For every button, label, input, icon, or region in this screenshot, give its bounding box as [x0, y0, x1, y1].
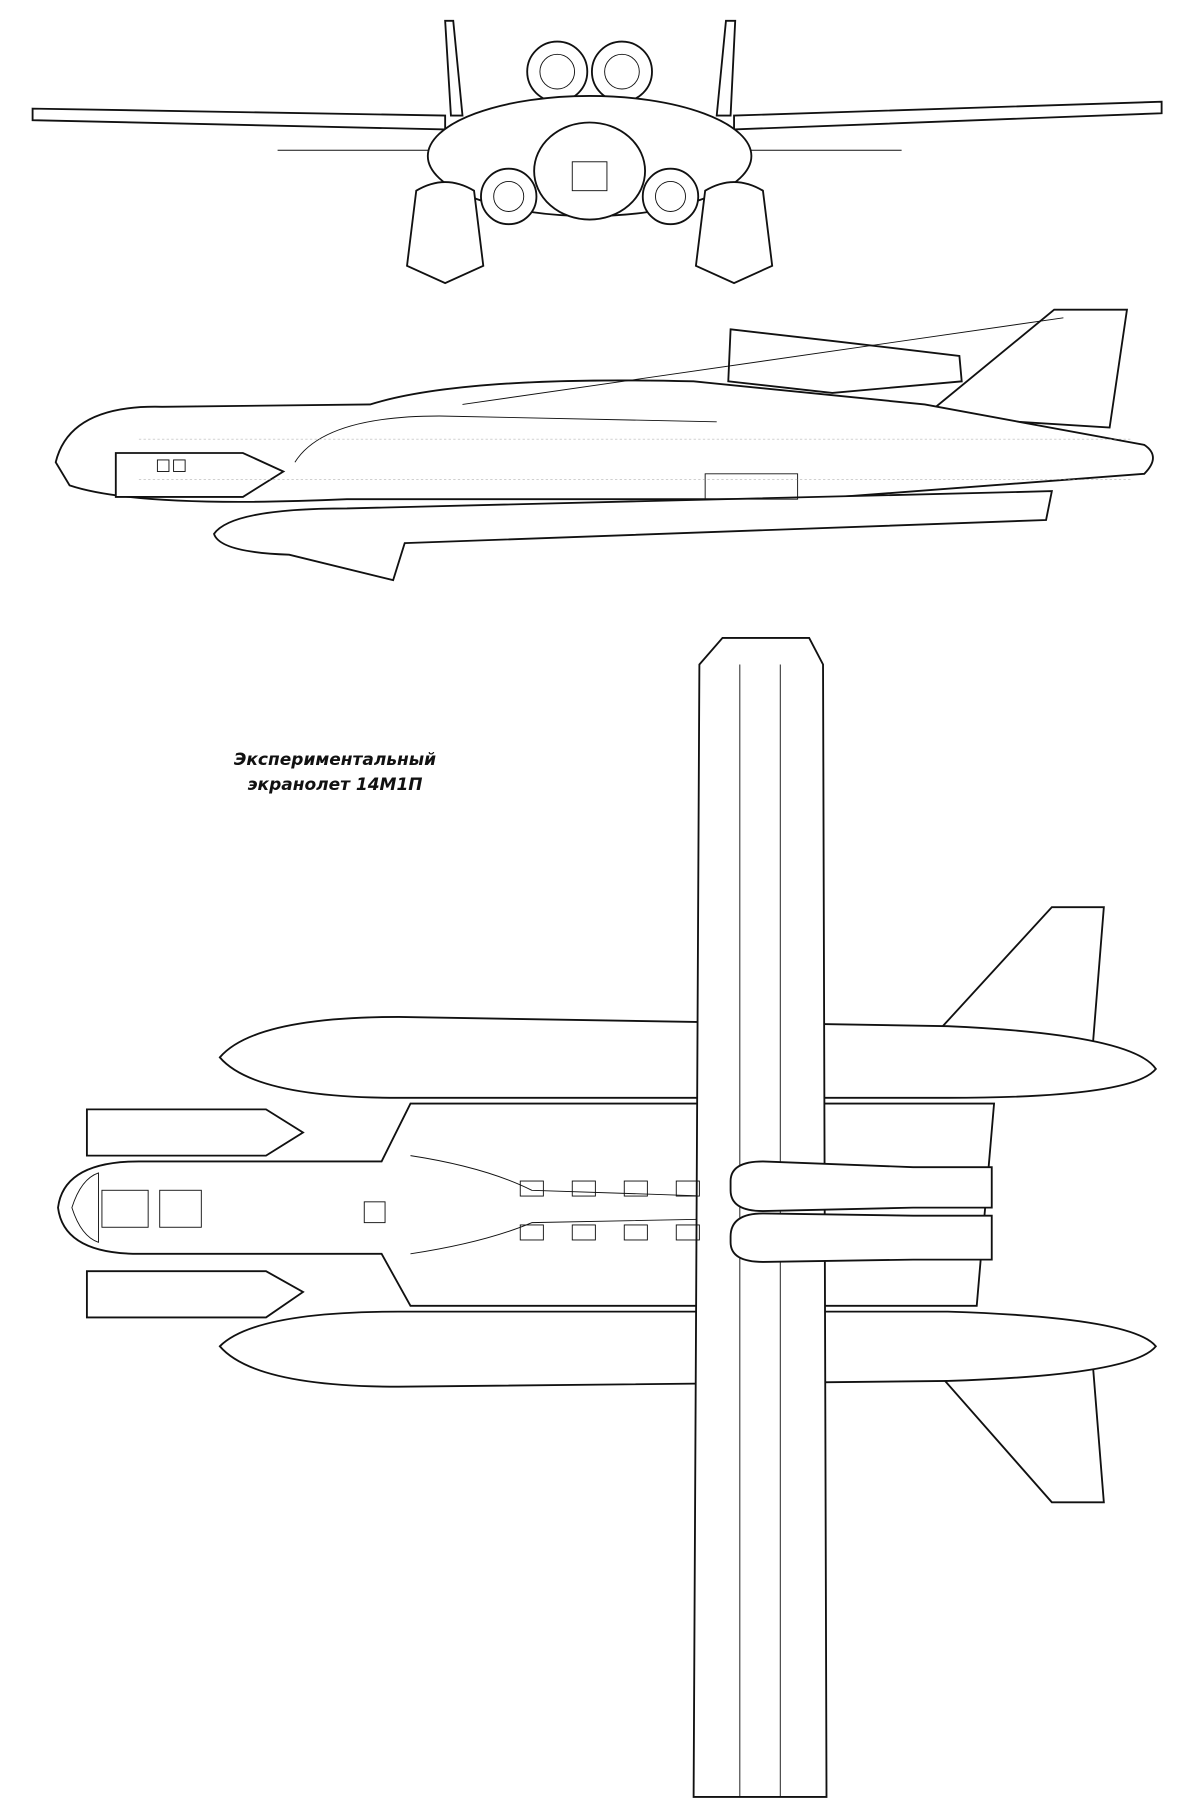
front-right-fin: [715, 19, 737, 117]
side-view: [54, 308, 1154, 582]
side-fuselage: [54, 379, 1154, 503]
top-lower-front-engine: [85, 1270, 305, 1319]
drawing-caption: Экспериментальный экранолет 14М1П: [205, 748, 465, 798]
top-lower-float: [218, 1310, 1158, 1388]
front-left-float: [406, 181, 485, 285]
front-left-fin: [444, 19, 464, 117]
front-lower-left-engine: [480, 167, 538, 226]
top-upper-float: [218, 1016, 1157, 1099]
side-engine-nacelle: [727, 328, 963, 394]
front-upper-left-engine: [526, 40, 589, 103]
caption-line-2: экранолет 14М1П: [247, 775, 423, 795]
front-view: [31, 19, 1163, 285]
front-left-wing: [31, 107, 447, 131]
caption-line-1: Экспериментальный: [233, 750, 437, 770]
side-tail-fin: [922, 308, 1129, 429]
side-float: [213, 490, 1053, 582]
top-upper-rear-engine: [729, 1160, 993, 1213]
front-cockpit: [533, 121, 646, 221]
front-right-float: [694, 181, 774, 285]
front-lower-right-engine: [641, 167, 700, 226]
front-upper-right-engine: [590, 40, 653, 103]
top-upper-front-engine: [85, 1108, 305, 1157]
front-right-wing: [733, 100, 1163, 131]
top-lower-rear-engine: [729, 1212, 993, 1263]
top-hatches: [363, 1180, 700, 1241]
top-view: [57, 636, 1158, 1798]
top-cockpit-window: [101, 1189, 149, 1228]
